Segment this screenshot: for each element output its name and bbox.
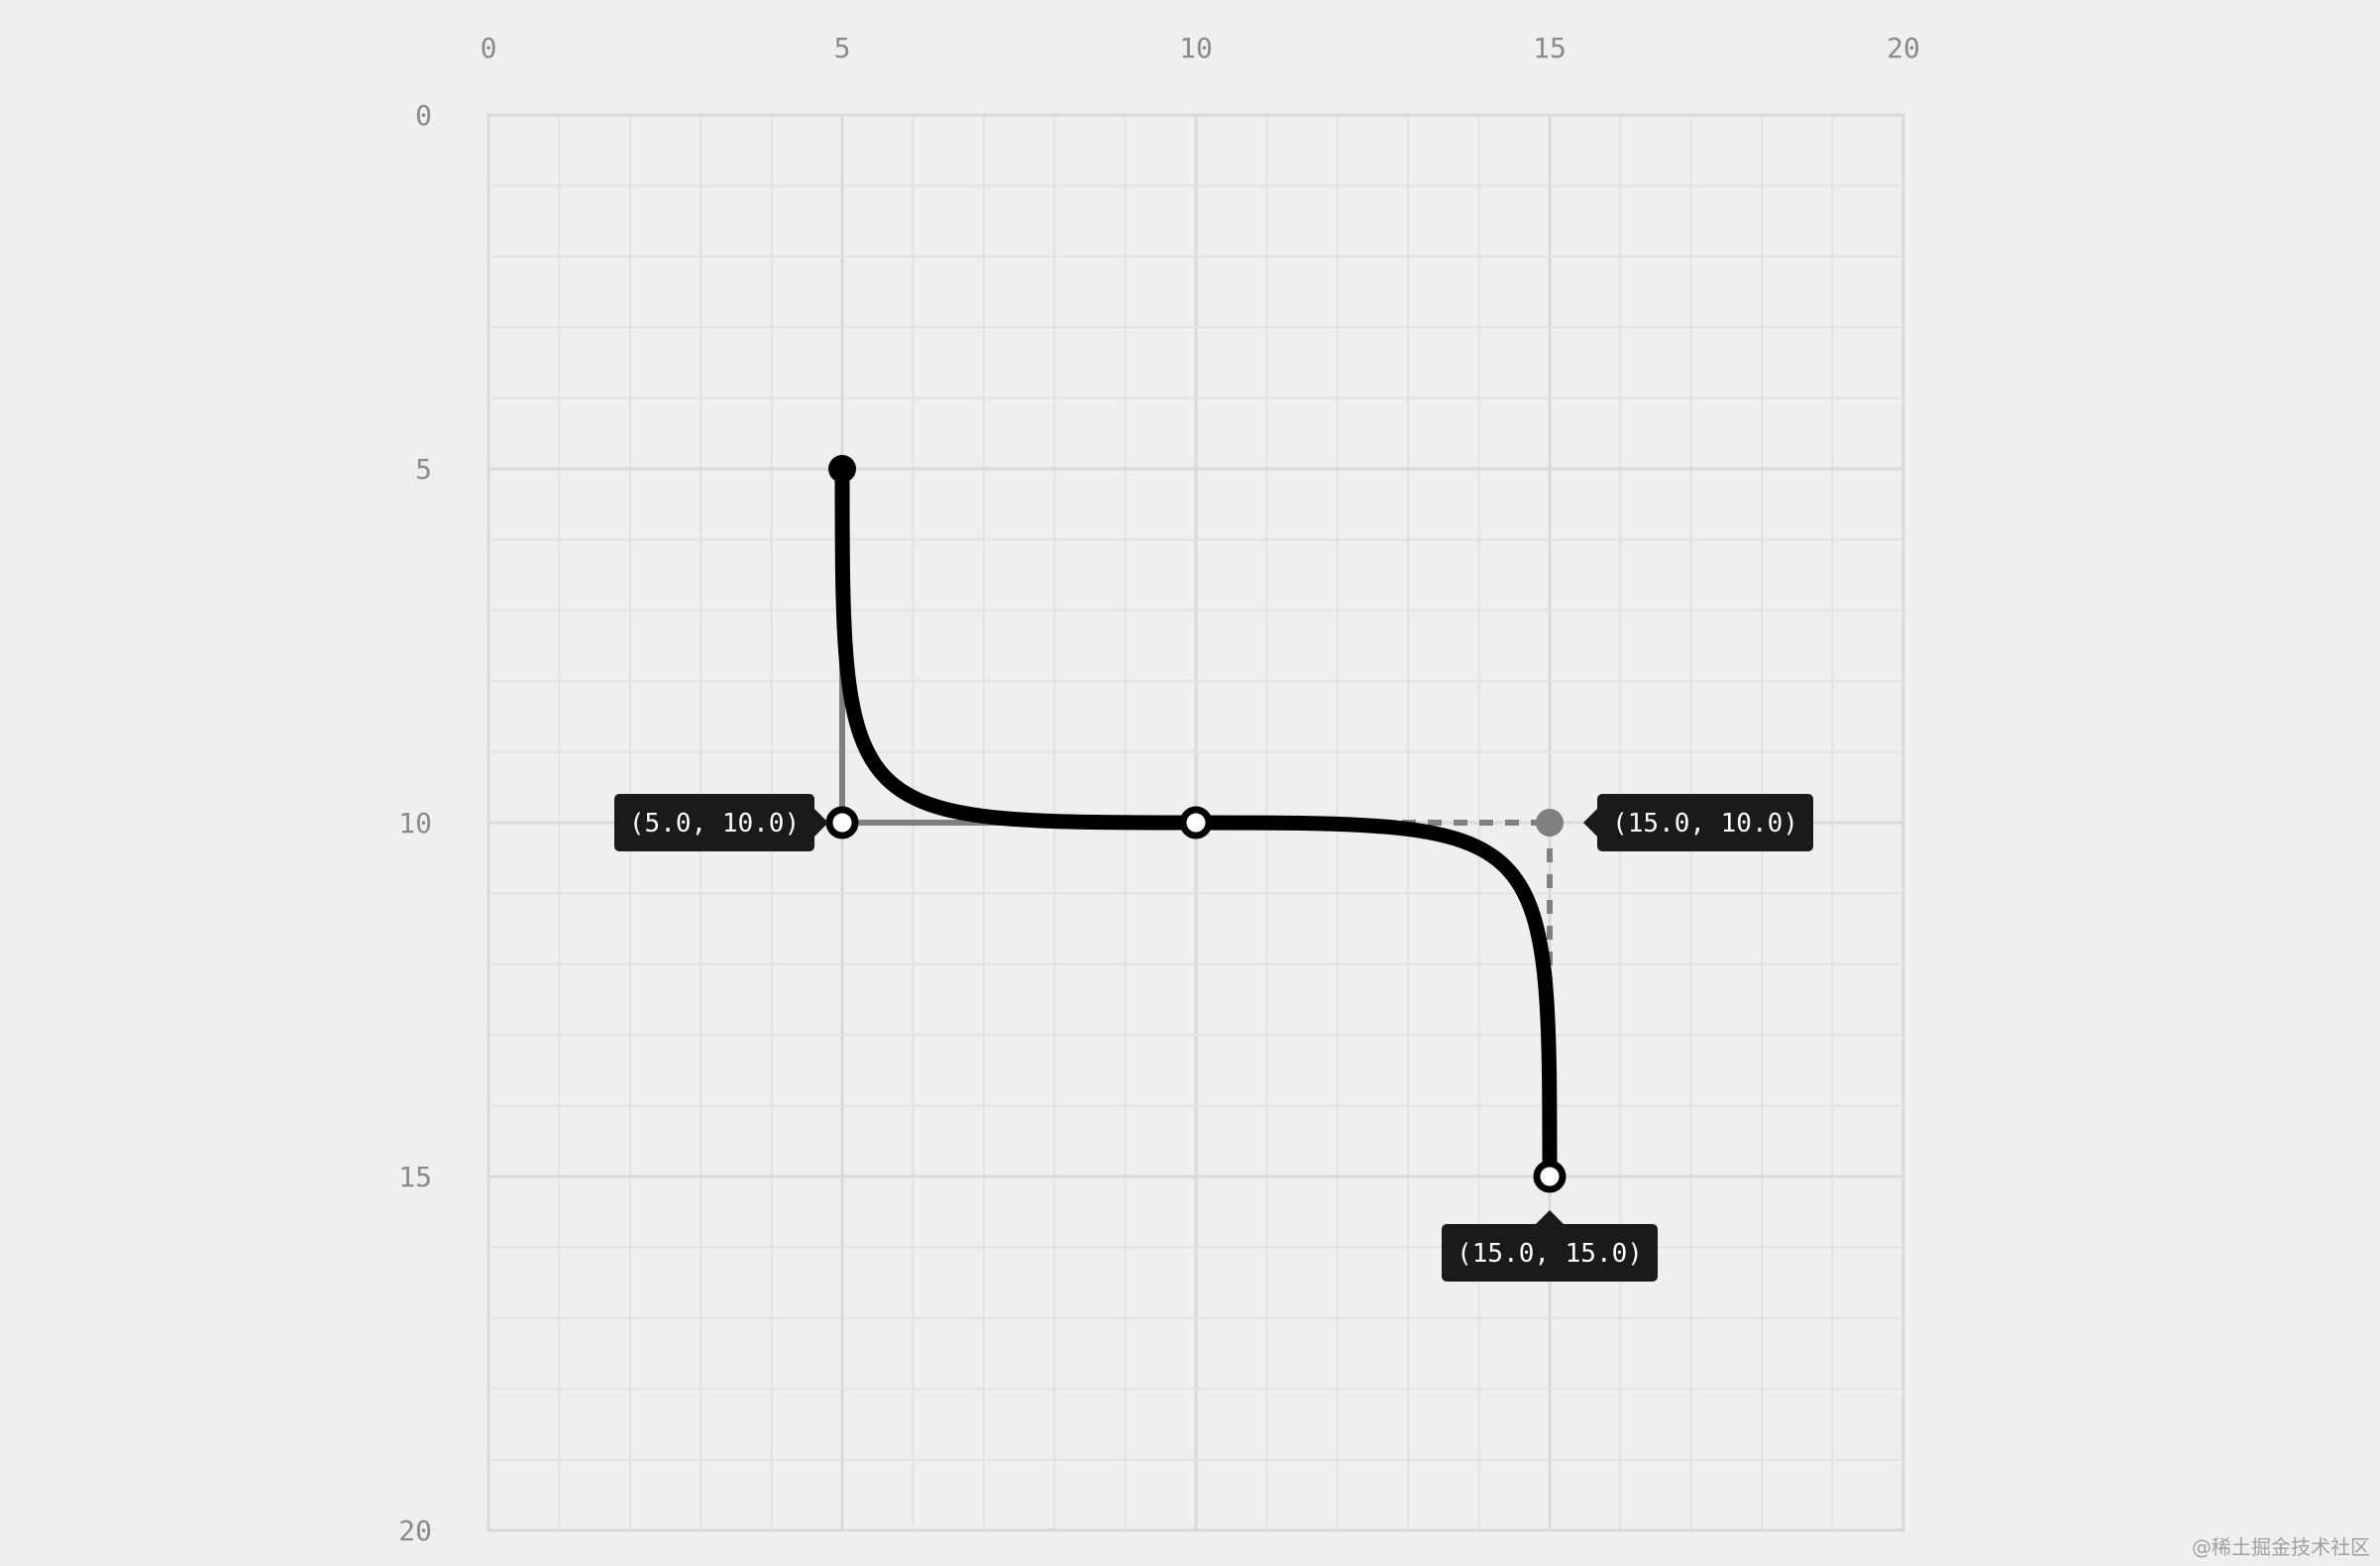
tooltip-pointer — [814, 809, 828, 837]
tooltip-control-left: (5.0, 10.0) — [614, 794, 828, 851]
start-point[interactable] — [828, 455, 856, 483]
control-point-right[interactable] — [1536, 809, 1564, 837]
control-point-left[interactable] — [825, 806, 859, 839]
y-tick-label: 0 — [415, 99, 432, 132]
watermark: @稀土掘金技术社区 — [2192, 1535, 2370, 1559]
tooltip-box — [1597, 794, 1813, 851]
tooltip-box — [614, 794, 814, 851]
tooltip-box — [1442, 1224, 1658, 1282]
y-tick-label: 5 — [415, 453, 432, 486]
y-tick-label: 15 — [398, 1161, 432, 1193]
tooltip-label: (15.0, 15.0) — [1457, 1239, 1643, 1269]
y-tick-label: 10 — [398, 807, 432, 839]
tooltips: (5.0, 10.0) (15.0, 10.0) (15.0, 15.0) — [614, 794, 1813, 1282]
x-axis-ticks: 0 5 10 15 20 — [481, 32, 1920, 64]
y-axis-ticks: 0 5 10 15 20 — [398, 99, 432, 1547]
tooltip-pointer — [1536, 1210, 1564, 1224]
y-tick-label: 20 — [398, 1514, 432, 1547]
mid-point[interactable] — [1179, 806, 1213, 839]
x-tick-label: 5 — [834, 32, 851, 64]
x-tick-label: 10 — [1179, 32, 1213, 64]
tooltip-pointer — [1583, 809, 1597, 837]
end-point[interactable] — [1533, 1160, 1567, 1193]
tooltip-label: (15.0, 10.0) — [1612, 809, 1798, 839]
x-tick-label: 20 — [1887, 32, 1920, 64]
tooltip-label: (5.0, 10.0) — [629, 809, 800, 839]
tooltip-end: (15.0, 15.0) — [1442, 1210, 1658, 1282]
x-tick-label: 15 — [1533, 32, 1567, 64]
x-tick-label: 0 — [481, 32, 497, 64]
points[interactable] — [825, 455, 1567, 1193]
tooltip-control-right: (15.0, 10.0) — [1583, 794, 1813, 851]
